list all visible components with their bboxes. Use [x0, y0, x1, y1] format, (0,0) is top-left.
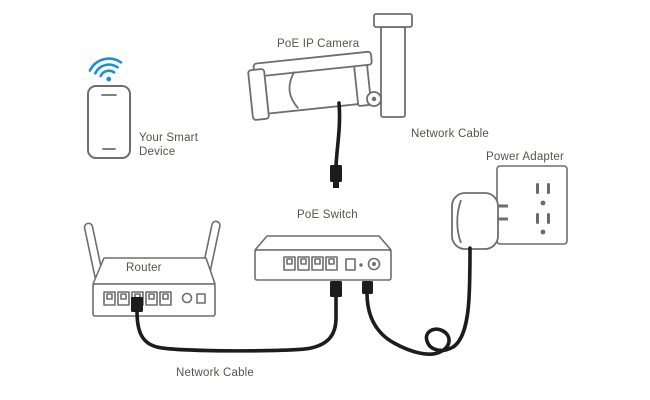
switch-lan-plug — [330, 281, 342, 297]
outlet-slot — [536, 213, 539, 224]
router-power-socket — [181, 292, 193, 304]
power-adapter-graphic — [451, 192, 508, 250]
wifi-arc-large — [88, 57, 123, 72]
camera-joint-screw-center — [371, 96, 377, 102]
switch-power-plug — [362, 281, 373, 294]
router-button — [196, 293, 206, 304]
smart-device-label: Your Smart Device — [139, 131, 198, 159]
outlet-ground-hole — [540, 229, 546, 235]
outlet-slot — [547, 183, 550, 194]
router-graphic — [83, 220, 221, 317]
camera-front-ring — [247, 68, 270, 121]
switch-top-face — [254, 235, 392, 251]
router-label: Router — [126, 262, 162, 274]
network-cable-top-label: Network Cable — [411, 128, 490, 140]
poe-switch-graphic — [254, 235, 392, 281]
wifi-arc-small — [99, 69, 116, 78]
adapter-body — [451, 192, 499, 250]
poe-camera-graphic — [247, 13, 413, 121]
switch-power-socket-pin — [372, 262, 376, 266]
smartphone-graphic — [87, 85, 131, 159]
power-adapter-label: Power Adapter — [486, 151, 565, 163]
camera-network-cable — [334, 101, 342, 168]
power-cable — [365, 246, 472, 356]
outlet-slot — [536, 183, 539, 194]
adapter-contour — [456, 199, 462, 244]
router-port-plug — [131, 297, 143, 312]
smart-device-label-line1: Your Smart — [139, 132, 199, 144]
switch-led — [359, 263, 363, 267]
network-cable-bottom-label: Network Cable — [176, 367, 255, 379]
outlet-ground-hole — [540, 200, 546, 206]
camera-cable-plug — [330, 165, 342, 182]
smart-device-label-line2: Device — [139, 146, 176, 158]
camera-lens-curve — [288, 71, 299, 109]
connectors — [131, 165, 373, 312]
wifi-icon — [88, 57, 123, 82]
camera-mount-cap — [373, 13, 413, 28]
cables — [135, 101, 472, 356]
wifi-arc-medium — [94, 63, 119, 75]
outlet-slot — [547, 213, 550, 224]
camera-label: PoE IP Camera — [277, 38, 360, 50]
router-to-switch-cable — [135, 294, 338, 353]
wifi-dot — [106, 76, 112, 82]
camera-mount-plate — [380, 26, 406, 118]
switch-ports — [283, 256, 356, 271]
camera-cable-plug-tab — [333, 182, 339, 188]
poe-switch-label: PoE Switch — [297, 209, 358, 221]
